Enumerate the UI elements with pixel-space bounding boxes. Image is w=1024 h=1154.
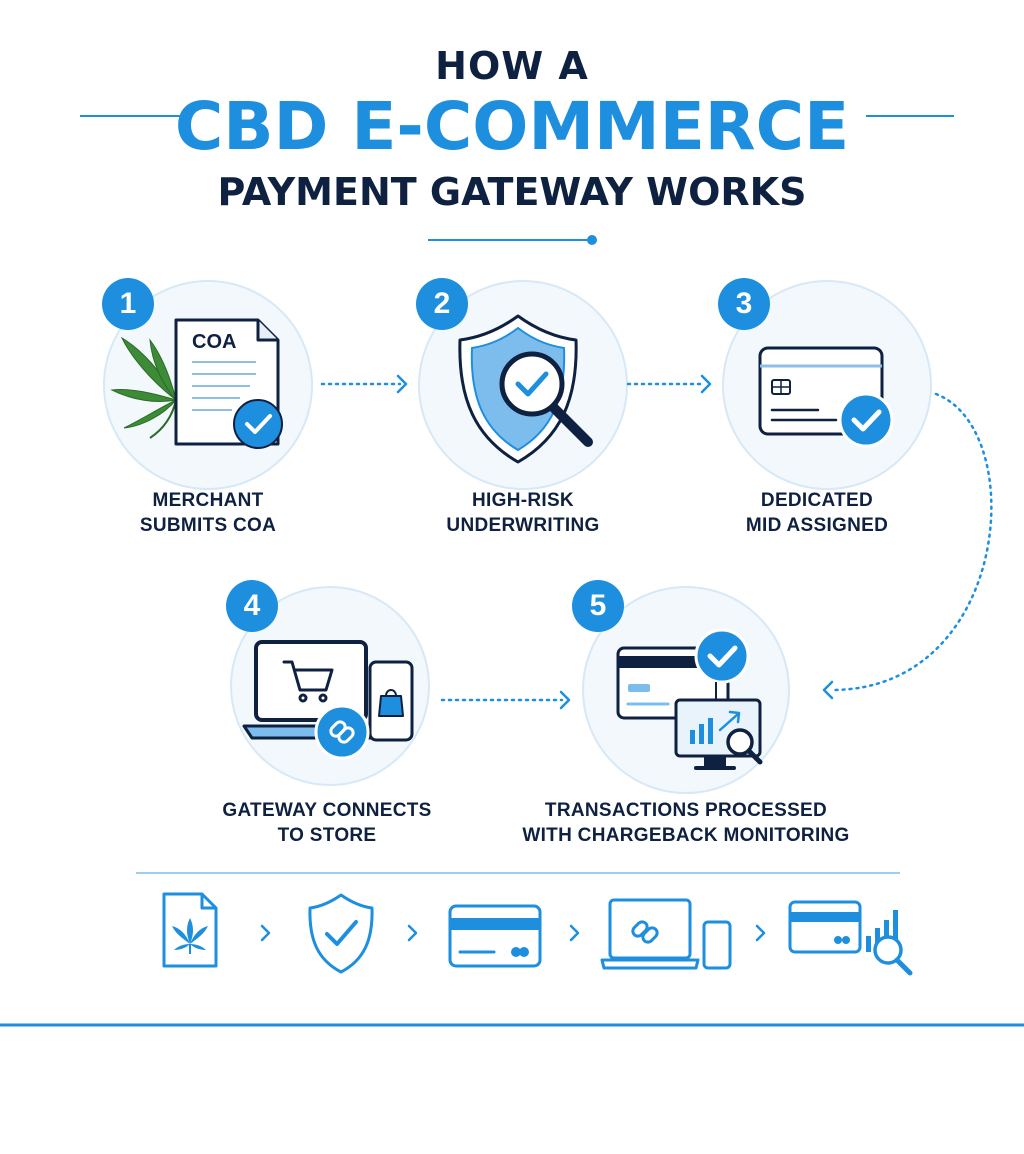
step-2-label-line-2: UNDERWRITING (446, 515, 600, 536)
title-line-3: PAYMENT GATEWAY WORKS (217, 170, 807, 214)
arrow-step1-to-step2 (320, 374, 408, 394)
card-monitor-analytics-icon (616, 628, 763, 770)
phone-bag-icon (368, 660, 414, 742)
title-underline (428, 235, 597, 245)
card-analytics-icon (788, 900, 913, 976)
title-rule-right (866, 115, 954, 117)
step-2-label: HIGH-RISK UNDERWRITING (403, 488, 643, 538)
summary-chevron-3 (569, 924, 580, 942)
step-1-label-line-2: SUBMITS COA (139, 515, 277, 536)
step-1-badge: 1 (102, 278, 154, 330)
step-3-badge: 3 (718, 278, 770, 330)
check-badge-icon (694, 628, 750, 684)
coa-document-icon: COA (110, 318, 283, 449)
link-badge-icon (314, 704, 370, 760)
credit-card-check-icon (758, 346, 894, 448)
shield-magnifier-icon (458, 314, 593, 464)
step-1-label-line-1: MERCHANT (152, 490, 264, 511)
cart-icon (282, 660, 334, 703)
summary-chevron-4 (755, 924, 766, 942)
check-badge-icon (838, 392, 894, 448)
step-5-label: TRANSACTIONS PROCESSED WITH CHARGEBACK M… (516, 798, 856, 848)
shield-check-icon (308, 893, 374, 974)
laptop-link-icon (600, 898, 732, 970)
step-2-badge: 2 (416, 278, 468, 330)
step-1-label: MERCHANT SUBMITS COA (88, 488, 328, 538)
title-rule-left (80, 115, 182, 117)
step-4-label: GATEWAY CONNECTS TO STORE (187, 798, 467, 848)
cannabis-document-icon (162, 892, 218, 968)
step-4-label-line-1: GATEWAY CONNECTS (222, 800, 432, 821)
step-3-label-line-1: DEDICATED (760, 490, 874, 511)
coa-text: COA (192, 331, 236, 353)
cannabis-leaf-icon (110, 336, 177, 439)
step-4-badge: 4 (226, 580, 278, 632)
step-5-label-line-1: TRANSACTIONS PROCESSED (544, 800, 828, 821)
step-5-badge: 5 (572, 580, 624, 632)
step-4-label-line-2: TO STORE (277, 825, 377, 846)
credit-card-icon (448, 904, 542, 968)
step-3-label-line-2: MID ASSIGNED (745, 515, 889, 536)
arrow-step3-to-step5 (822, 392, 993, 700)
summary-chevron-1 (260, 924, 271, 942)
arrow-step2-to-step3 (626, 374, 712, 394)
title-line-2: CBD E-COMMERCE (174, 88, 850, 165)
summary-chevron-2 (407, 924, 418, 942)
step-2-label-line-1: HIGH-RISK (472, 490, 574, 511)
check-badge-icon (233, 399, 283, 449)
laptop-cart-link-icon (242, 640, 414, 760)
arrow-step4-to-step5 (440, 690, 571, 710)
step-5-label-line-2: WITH CHARGEBACK MONITORING (522, 825, 850, 846)
step-3-label: DEDICATED MID ASSIGNED (697, 488, 937, 538)
title-line-1: HOW A (435, 44, 589, 88)
